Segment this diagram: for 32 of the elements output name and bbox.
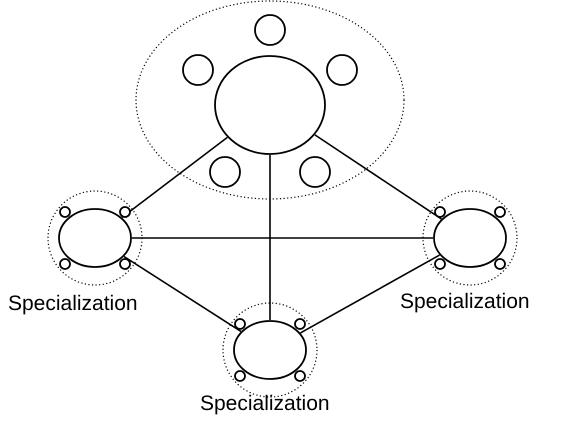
connector-line — [269, 155, 271, 320]
connector-line — [132, 237, 433, 239]
dotted-ellipse — [422, 190, 518, 286]
connector-line — [314, 134, 442, 220]
small-circle — [294, 318, 306, 330]
small-circle — [119, 206, 131, 218]
small-circle — [294, 370, 306, 382]
connector-line — [124, 256, 242, 332]
dotted-ellipse — [135, 0, 405, 200]
ellipse-node — [214, 55, 326, 155]
ellipse-node — [58, 208, 132, 268]
small-circle — [434, 258, 446, 270]
small-circle — [434, 206, 446, 218]
small-circle — [494, 258, 506, 270]
small-circle — [326, 54, 358, 86]
ellipse-node — [233, 320, 307, 380]
small-circle — [234, 370, 246, 382]
small-circle — [209, 156, 241, 188]
connector-line — [300, 254, 440, 334]
small-circle — [254, 14, 286, 46]
cluster-caption: Specialization — [200, 392, 330, 416]
ellipse-node — [433, 208, 507, 268]
cluster-caption: Specialization — [8, 292, 138, 316]
cluster-caption: Specialization — [400, 290, 530, 314]
dotted-ellipse — [47, 190, 143, 286]
small-circle — [299, 156, 331, 188]
small-circle — [494, 206, 506, 218]
small-circle — [59, 258, 71, 270]
small-circle — [59, 206, 71, 218]
small-circle — [182, 54, 214, 86]
small-circle — [234, 318, 246, 330]
small-circle — [119, 258, 131, 270]
